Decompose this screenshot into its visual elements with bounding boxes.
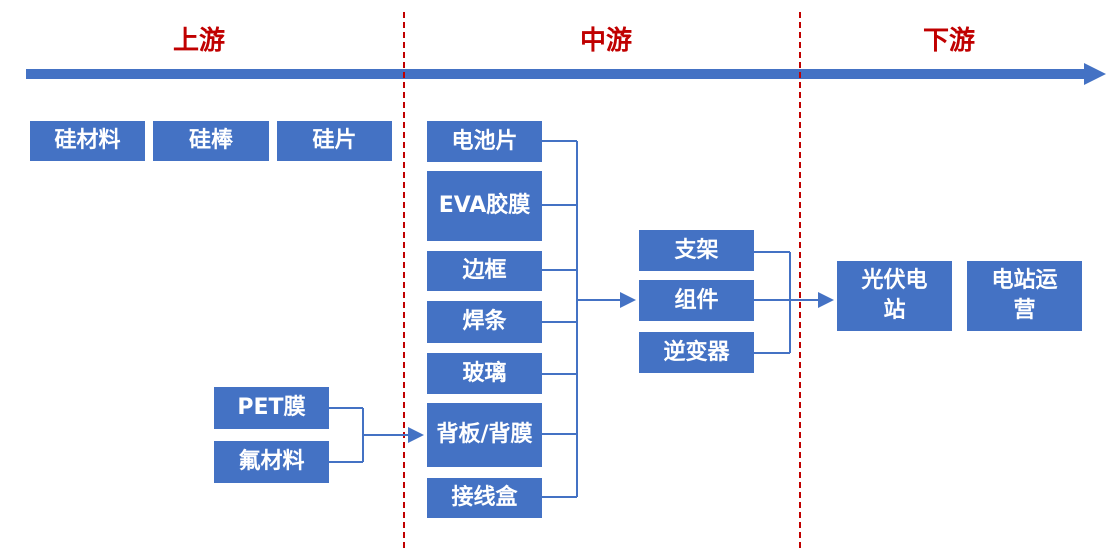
- box-backsheet: 背板/背膜: [427, 403, 542, 467]
- box-mounting-bracket: 支架: [639, 230, 754, 271]
- box-inverter: 逆变器: [639, 332, 754, 373]
- box-eva-film: EVA胶膜: [427, 171, 542, 241]
- box-silicon-material: 硅材料: [30, 121, 145, 161]
- box-solar-cell: 电池片: [427, 121, 542, 162]
- box-silicon-rod: 硅棒: [153, 121, 269, 161]
- box-pv-power-station: 光伏电站: [837, 261, 952, 331]
- box-fluorine-material: 氟材料: [214, 441, 329, 483]
- stage-title-midstream: 中游: [579, 26, 632, 56]
- connector-backsheet-inputs: [329, 407, 424, 463]
- box-junction-box: 接线盒: [427, 478, 542, 518]
- stage-title-upstream: 上游: [172, 26, 225, 56]
- box-pv-module: 组件: [639, 280, 754, 321]
- box-station-operation: 电站运营: [967, 261, 1082, 331]
- box-glass: 玻璃: [427, 353, 542, 394]
- box-pet-film: PET膜: [214, 387, 329, 429]
- connector-module-materials: [542, 140, 636, 498]
- stage-title-downstream: 下游: [922, 26, 975, 56]
- box-silicon-wafer: 硅片: [277, 121, 392, 161]
- box-ribbon: 焊条: [427, 301, 542, 343]
- box-frame: 边框: [427, 251, 542, 291]
- timeline-arrow: [26, 63, 1106, 85]
- connector-system-parts: [754, 251, 834, 354]
